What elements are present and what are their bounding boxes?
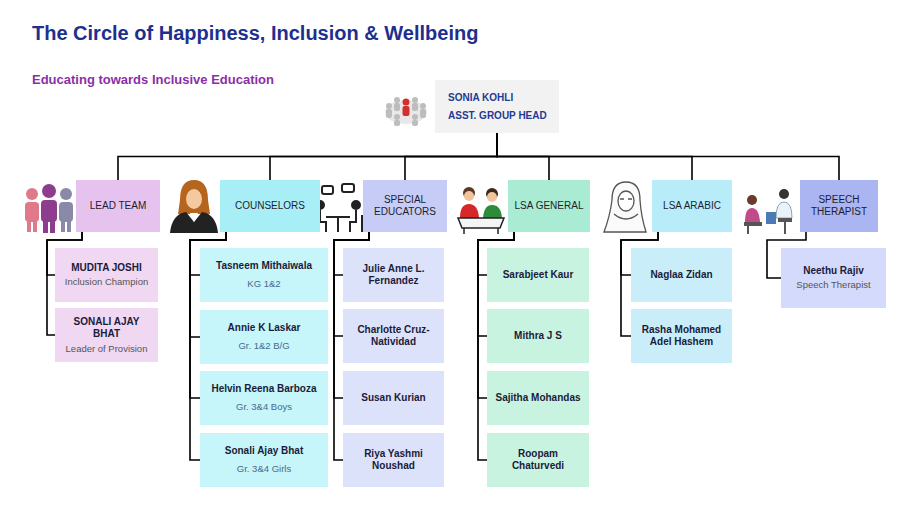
group-header: LSA ARABIC xyxy=(652,180,732,232)
node-title: Sonali Ajay Bhat xyxy=(225,445,304,458)
member-box: Roopam Chaturvedi xyxy=(487,433,589,487)
node-title: Roopam Chaturvedi xyxy=(492,448,584,473)
node-title: Charlotte Cruz-Natividad xyxy=(348,324,439,349)
member-box: Annie K LaskarGr. 1&2 B/G xyxy=(200,310,328,364)
node-title: Naglaa Zidan xyxy=(650,269,712,282)
node-title: Sajitha Mohandas xyxy=(495,392,580,405)
node-subtitle: KG 1&2 xyxy=(247,278,280,290)
chart-title: The Circle of Happiness, Inclusion & Wel… xyxy=(32,22,478,45)
member-box: Helvin Reena BarbozaGr. 3&4 Boys xyxy=(200,371,328,425)
node-title: LSA GENERAL xyxy=(515,200,584,213)
member-box: Julie Anne L. Fernandez xyxy=(343,248,444,302)
node-title: Julie Anne L. Fernandez xyxy=(348,263,439,288)
node-title: COUNSELORS xyxy=(235,200,305,213)
connector-line xyxy=(118,133,497,180)
connector-line xyxy=(405,133,497,180)
node-title: SPECIAL EDUCATORS xyxy=(368,194,442,219)
node-title: SPEECH THERAPIST xyxy=(805,194,873,219)
member-box: MUDITA JOSHIInclusion Champion xyxy=(55,248,158,302)
meeting-icon xyxy=(314,184,362,232)
node-subtitle: Speech Therapist xyxy=(796,279,870,291)
woman-icon xyxy=(170,180,218,233)
member-box: Sonali Ajay BhatGr. 3&4 Girls xyxy=(200,433,328,487)
node-title: MUDITA JOSHI xyxy=(71,262,142,275)
member-box: Sarabjeet Kaur xyxy=(487,248,589,302)
member-box: Tasneem Mithaiwala KG 1&2 xyxy=(200,248,328,302)
node-subtitle: Gr. 1&2 B/G xyxy=(238,340,289,352)
member-box: Riya Yashmi Noushad xyxy=(343,433,444,487)
node-title: Helvin Reena Barboza xyxy=(211,383,316,396)
team-icon xyxy=(25,184,73,233)
group-header: LSA GENERAL xyxy=(508,180,590,232)
hijab-icon xyxy=(604,182,646,232)
node-title: LEAD TEAM xyxy=(90,200,147,213)
connector-line xyxy=(270,133,497,180)
node-title: Rasha Mohamed Adel Hashem xyxy=(636,324,727,349)
node-subtitle: Inclusion Champion xyxy=(65,276,148,288)
node-subtitle: Gr. 3&4 Girls xyxy=(237,463,291,475)
group-header: SPECIAL EDUCATORS xyxy=(363,180,447,232)
node-title: Susan Kurian xyxy=(361,392,425,405)
node-subtitle: Leader of Provision xyxy=(66,343,148,355)
member-box: Sajitha Mohandas xyxy=(487,371,589,425)
therapist-icon xyxy=(744,189,792,234)
member-box: Charlotte Cruz-Natividad xyxy=(343,309,444,363)
connector-line xyxy=(497,133,839,180)
group-header: LEAD TEAM xyxy=(76,180,160,232)
member-box: SONALI AJAY BHAT Leader of Provision xyxy=(55,308,158,362)
circle-icon xyxy=(385,97,427,126)
head-box: SONIA KOHLIASST. GROUP HEAD xyxy=(435,80,559,133)
group-header: SPEECH THERAPIST xyxy=(800,180,878,232)
node-title: Tasneem Mithaiwala xyxy=(216,260,312,273)
node-title: Sarabjeet Kaur xyxy=(503,269,574,282)
member-box: Naglaa Zidan xyxy=(631,248,732,302)
node-title: SONIA KOHLI xyxy=(448,89,513,107)
node-title: Mithra J S xyxy=(514,330,562,343)
node-title: LSA ARABIC xyxy=(663,200,721,213)
desk-icon xyxy=(458,187,504,234)
subtitle: Educating towards Inclusive Education xyxy=(32,72,274,87)
node-title: Neethu Rajiv xyxy=(803,265,864,278)
node-title: SONALI AJAY BHAT xyxy=(60,316,153,341)
node-subtitle: ASST. GROUP HEAD xyxy=(448,107,547,125)
member-box: Mithra J S xyxy=(487,309,589,363)
member-box: Neethu RajivSpeech Therapist xyxy=(781,248,886,308)
node-title: Riya Yashmi Noushad xyxy=(348,448,439,473)
node-title: Annie K Laskar xyxy=(228,322,301,335)
node-subtitle: Gr. 3&4 Boys xyxy=(236,401,292,413)
group-header: COUNSELORS xyxy=(220,180,320,232)
member-box: Susan Kurian xyxy=(343,371,444,425)
member-box: Rasha Mohamed Adel Hashem xyxy=(631,309,732,363)
